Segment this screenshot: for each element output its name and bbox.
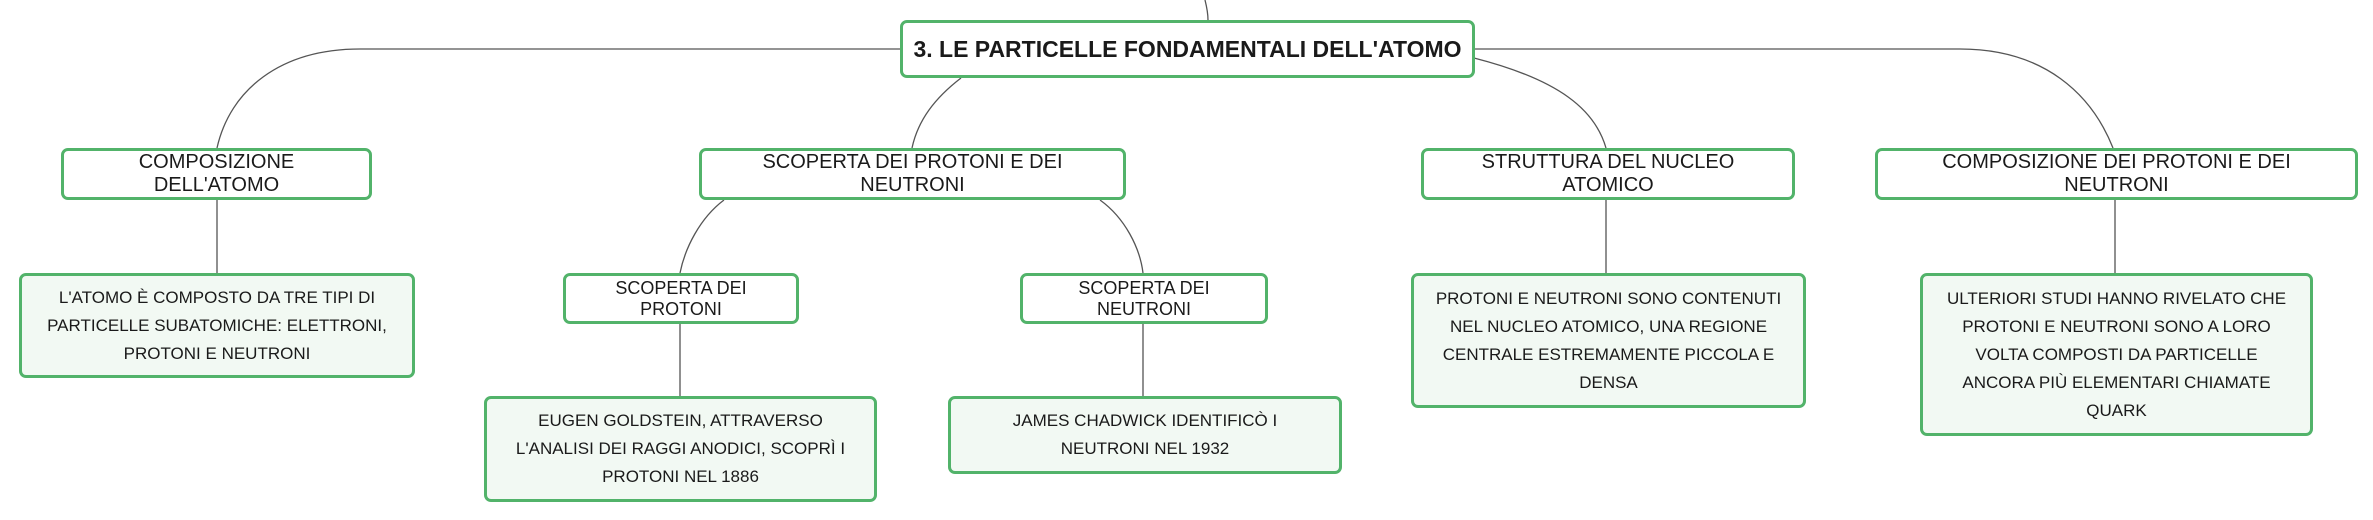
subtopic-scoperta-protoni[interactable]: SCOPERTA DEI PROTONI — [563, 273, 799, 324]
connector-root-to-struttura — [1473, 57, 1607, 149]
connector-parent-to-root — [1204, 0, 1209, 21]
topic-composizione-protoni-neutroni[interactable]: COMPOSIZIONE DEI PROTONI E DEI NEUTRONI — [1875, 148, 2358, 200]
subtopic-scoperta-neutroni[interactable]: SCOPERTA DEI NEUTRONI — [1020, 273, 1268, 324]
connector-scoperta-to-neutroni — [1099, 199, 1144, 274]
detail-text: JAMES CHADWICK IDENTIFICÒ I NEUTRONI NEL… — [1012, 411, 1278, 458]
detail-scoperta-protoni[interactable]: EUGEN GOLDSTEIN, ATTRAVERSO L'ANALISI DE… — [484, 396, 877, 502]
topic-composizione-atomo[interactable]: COMPOSIZIONE DELL'ATOMO — [61, 148, 372, 200]
detail-composizione-atomo[interactable]: L'ATOMO È COMPOSTO DA TRE TIPI DI PARTIC… — [19, 273, 415, 378]
detail-struttura-nucleo[interactable]: PROTONI E NEUTRONI SONO CONTENUTI NEL NU… — [1411, 273, 1806, 408]
connector-root-to-composizione — [216, 48, 900, 149]
subtopic-label: SCOPERTA DEI PROTONI — [615, 277, 747, 319]
root-topic[interactable]: 3. LE PARTICELLE FONDAMENTALI DELL'ATOMO — [900, 20, 1475, 78]
detail-text: EUGEN GOLDSTEIN, ATTRAVERSO L'ANALISI DE… — [515, 411, 846, 486]
connector-root-to-scoperta — [911, 77, 962, 149]
detail-scoperta-neutroni[interactable]: JAMES CHADWICK IDENTIFICÒ I NEUTRONI NEL… — [948, 396, 1342, 474]
topic-label: STRUTTURA DEL NUCLEO ATOMICO — [1481, 151, 1735, 196]
detail-text: ULTERIORI STUDI HANNO RIVELATO CHE PROTO… — [1946, 288, 2287, 420]
detail-composizione-protoni-neutroni[interactable]: ULTERIORI STUDI HANNO RIVELATO CHE PROTO… — [1920, 273, 2313, 436]
subtopic-label: SCOPERTA DEI NEUTRONI — [1078, 277, 1210, 319]
connector-root-to-composizione-protoni — [1474, 48, 2114, 149]
detail-text: PROTONI E NEUTRONI SONO CONTENUTI NEL NU… — [1435, 288, 1782, 392]
topic-label: SCOPERTA DEI PROTONI E DEI NEUTRONI — [762, 151, 1063, 196]
topic-struttura-nucleo[interactable]: STRUTTURA DEL NUCLEO ATOMICO — [1421, 148, 1795, 200]
connector-scoperta-to-protoni — [679, 199, 725, 274]
topic-label: COMPOSIZIONE DELL'ATOMO — [138, 151, 295, 196]
detail-text: L'ATOMO È COMPOSTO DA TRE TIPI DI PARTIC… — [47, 287, 387, 363]
root-topic-label: 3. LE PARTICELLE FONDAMENTALI DELL'ATOMO — [913, 35, 1462, 62]
topic-scoperta-protoni-neutroni[interactable]: SCOPERTA DEI PROTONI E DEI NEUTRONI — [699, 148, 1126, 200]
topic-label: COMPOSIZIONE DEI PROTONI E DEI NEUTRONI — [1942, 151, 2291, 196]
